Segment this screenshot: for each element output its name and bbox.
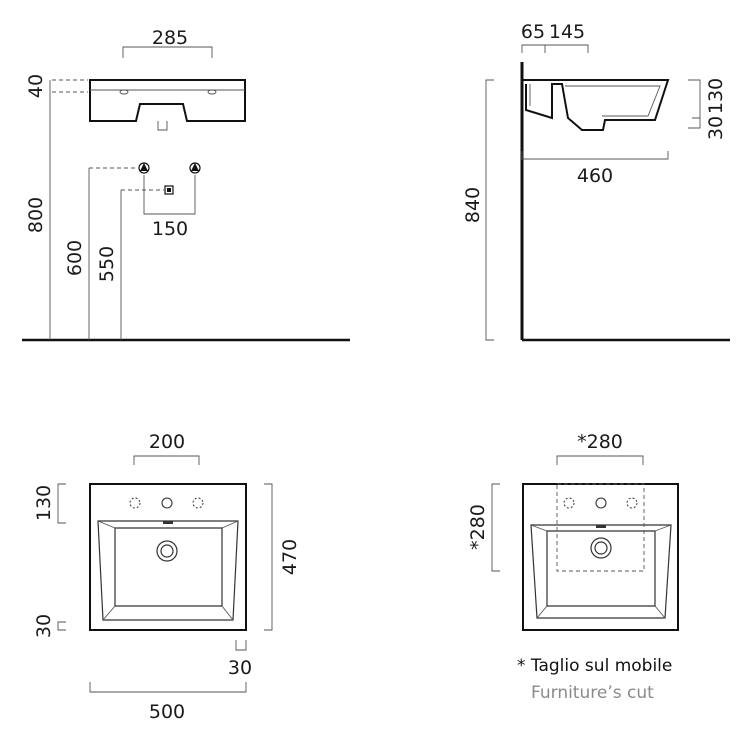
dim-840 bbox=[485, 79, 494, 341]
cut-bowl-corners bbox=[530, 524, 672, 619]
dim-460-label: 460 bbox=[577, 165, 613, 187]
plan-outline bbox=[89, 483, 247, 631]
dim-500 bbox=[89, 682, 247, 693]
dim-40-label: 40 bbox=[25, 74, 47, 98]
dim-130-label: 130 bbox=[705, 78, 727, 114]
dim-285 bbox=[122, 46, 213, 58]
dim-40-guides bbox=[52, 79, 88, 93]
dim-cut-depth bbox=[491, 483, 500, 572]
dim-600-label: 600 bbox=[64, 240, 86, 276]
note-italian: * Taglio sul mobile bbox=[517, 656, 672, 676]
dim-200-label: 200 bbox=[149, 431, 185, 453]
plan-view: 200 130 30 470 30 500 bbox=[33, 431, 301, 723]
basin-inner-line bbox=[565, 85, 661, 117]
basin-overflow-line bbox=[157, 121, 168, 131]
dim-460 bbox=[521, 151, 669, 160]
dim-800-label: 800 bbox=[25, 197, 47, 233]
dim-550-label: 550 bbox=[96, 246, 118, 282]
cut-tap-hole-center bbox=[595, 497, 607, 509]
dim-30-front bbox=[57, 621, 66, 631]
dim-cut-width-label: *280 bbox=[577, 431, 623, 453]
tap-hole-right-plan bbox=[192, 497, 204, 509]
tap-hole-left-plan bbox=[129, 497, 141, 509]
dim-65-145 bbox=[521, 44, 589, 53]
plan-bowl-inner bbox=[114, 527, 223, 607]
overflow-slot bbox=[163, 521, 173, 524]
dim-cut-depth-label: *280 bbox=[467, 504, 489, 550]
cut-tap-hole-left bbox=[563, 497, 575, 509]
tap-hole-center bbox=[161, 497, 173, 509]
cut-tap-hole-right bbox=[626, 497, 638, 509]
water-supply-right-icon bbox=[189, 162, 201, 174]
dim-150-label: 150 bbox=[152, 218, 188, 240]
tap-hole-left bbox=[119, 89, 129, 95]
dim-30-side bbox=[235, 640, 247, 651]
cut-bowl-outer bbox=[530, 524, 672, 619]
dim-130-plan-label: 130 bbox=[33, 485, 55, 521]
dim-30-130 bbox=[688, 79, 701, 129]
furniture-cut-area bbox=[556, 483, 645, 572]
dim-470-label: 470 bbox=[279, 539, 301, 575]
dim-130-plan bbox=[57, 483, 66, 524]
dim-145-label: 145 bbox=[549, 21, 585, 43]
dim-30-label: 30 bbox=[705, 116, 727, 140]
dim-285-label: 285 bbox=[152, 27, 188, 49]
dim-cut-width bbox=[556, 455, 644, 465]
front-view: 285 40 800 600 550 150 bbox=[22, 27, 350, 342]
dim-150 bbox=[143, 175, 196, 215]
note-english: Furniture’s cut bbox=[531, 683, 654, 703]
cut-drain-icon bbox=[590, 537, 612, 559]
dim-840-label: 840 bbox=[462, 187, 484, 223]
dim-30-side-label: 30 bbox=[228, 657, 252, 679]
cut-view: *280 *280 * Taglio sul mobile Furniture’… bbox=[467, 431, 679, 703]
dim-65-label: 65 bbox=[521, 21, 545, 43]
dim-470 bbox=[264, 483, 273, 631]
plan-bowl-corners bbox=[97, 520, 239, 621]
dim-500-label: 500 bbox=[149, 701, 185, 723]
basin-section-outline bbox=[522, 79, 670, 131]
basin-front-outline bbox=[89, 79, 246, 122]
tap-hole-right bbox=[207, 89, 217, 95]
drain-outlet-icon bbox=[164, 185, 174, 195]
cut-overflow-slot bbox=[596, 525, 606, 528]
dim-30-front-label: 30 bbox=[33, 614, 55, 638]
water-supply-left-icon bbox=[138, 162, 150, 174]
dim-200 bbox=[133, 455, 200, 465]
plan-bowl-outer bbox=[97, 520, 239, 621]
side-view: 65 145 840 460 30 130 bbox=[462, 21, 730, 342]
drain-icon bbox=[156, 540, 178, 562]
